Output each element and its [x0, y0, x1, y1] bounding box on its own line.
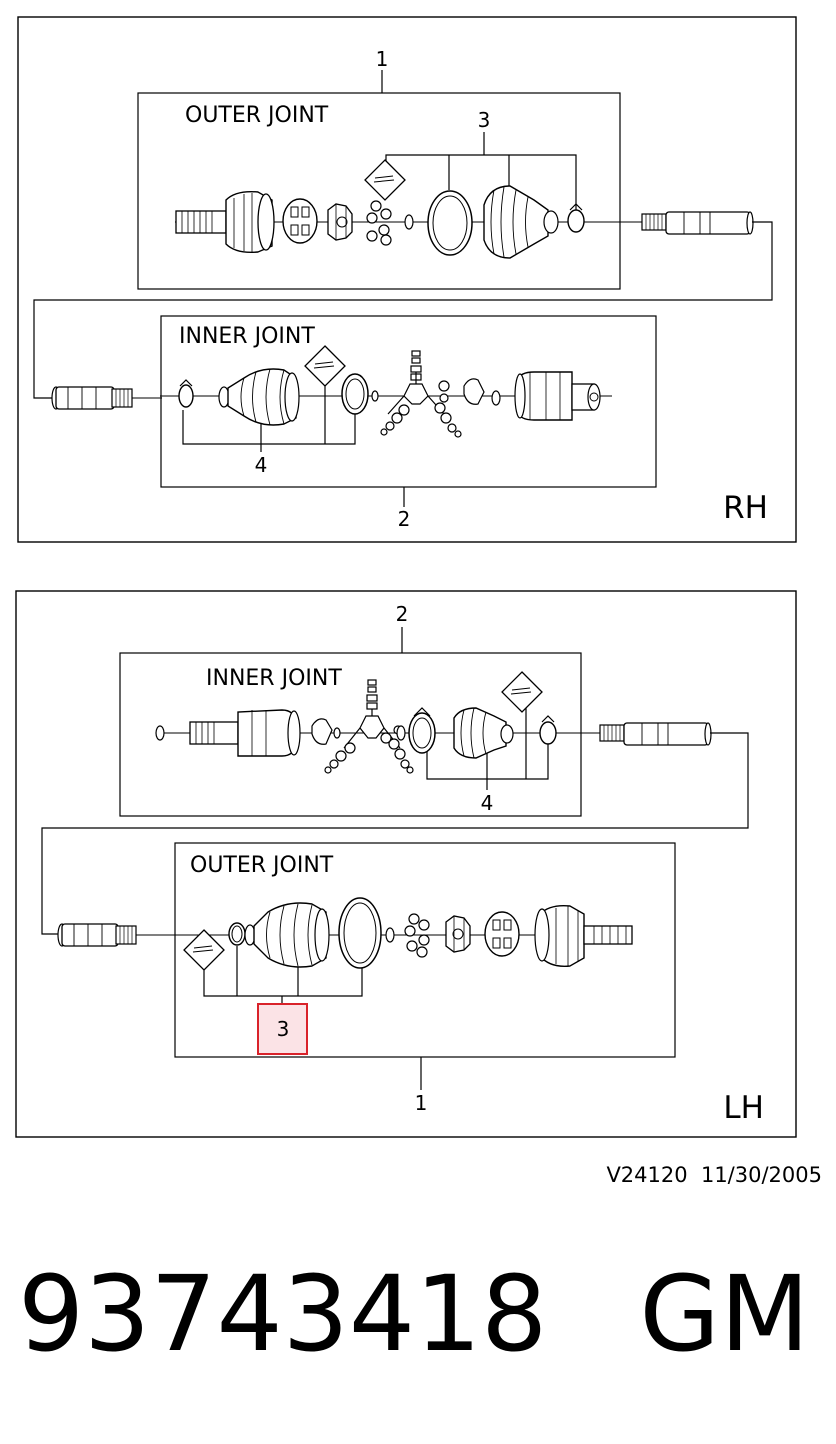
rh-outer-joint-title: OUTER JOINT: [185, 103, 329, 128]
rh-outer-snap-ring: [404, 214, 414, 230]
rh-outer-large-clamp-inner: [432, 195, 468, 251]
rh-outer-stub-splines: [181, 211, 213, 233]
rh-outer-stub-shaft: [175, 210, 227, 234]
rh-inner-tripod: [380, 350, 462, 438]
lh-outer-callout-3-highlight: [257, 1003, 308, 1055]
rh-inner-grease-pack: [304, 345, 346, 387]
brand-label: GM: [639, 1253, 810, 1375]
rh-inner-spacer: [463, 378, 485, 405]
lh-inner-retaining-ring: [155, 725, 165, 741]
rh-outer-callout-3: 3: [478, 108, 491, 132]
lh-outer-cv-housing: [539, 904, 585, 967]
rh-half-shaft-upper: [620, 211, 754, 235]
lh-inner-tripod: [324, 679, 414, 774]
rh-outer-joint-box: [137, 92, 621, 290]
rh-inner-callout-2: 2: [398, 507, 411, 531]
lh-half-shaft-upper: [581, 722, 712, 746]
rh-inner-joint-title: INNER JOINT: [179, 324, 315, 349]
lh-outer-joint-group: OUTER JOINT 1 3: [174, 842, 676, 1115]
rh-half-shaft-lower: [51, 386, 162, 410]
rh-connector-line: [33, 221, 773, 399]
rh-outer-boot: [483, 185, 559, 259]
rh-outer-small-clamp: [567, 209, 585, 233]
lh-inner-small-ring: [396, 725, 406, 741]
lh-half-shaft-lower: [57, 923, 176, 947]
rh-outer-cv-housing-face: [257, 193, 275, 251]
rh-outer-cv-ribs: [233, 193, 253, 252]
rh-inner-joint-group: INNER JOINT 2 4: [160, 315, 657, 531]
lh-inner-callout-4: 4: [481, 791, 494, 815]
rh-inner-housing: [514, 371, 601, 421]
lh-inner-grease-pack: [501, 671, 543, 713]
lh-inner-callout-2: 2: [396, 602, 409, 626]
rh-panel: OUTER JOINT 1 3: [17, 16, 797, 543]
lh-outer-joint-title: OUTER JOINT: [190, 853, 334, 878]
lh-outer-inner-race: [445, 915, 471, 953]
lh-inner-housing: [189, 709, 301, 757]
lh-outer-boot: [244, 902, 330, 968]
part-number: 93743418: [18, 1253, 548, 1375]
lh-inner-boot: [453, 707, 514, 759]
rh-inner-boot: [218, 368, 300, 426]
rh-outer-large-clamp: [427, 190, 473, 256]
rh-panel-frame: [17, 16, 797, 543]
lh-inner-joint-box: [119, 652, 582, 817]
lh-inner-spacer: [311, 718, 333, 745]
lh-outer-grease-pack: [183, 929, 225, 971]
lh-outer-large-clamp: [338, 897, 382, 969]
rh-outer-small-clamp-tab: [569, 203, 583, 211]
lh-outer-callout-3: 3: [277, 1017, 290, 1041]
lh-inner-small-clamp: [539, 721, 557, 745]
rh-outer-inner-race: [327, 203, 353, 241]
lh-outer-callout-1: 1: [415, 1091, 428, 1115]
lh-panel: INNER JOINT 2 4: [15, 590, 797, 1138]
rh-outer-joint-group: OUTER JOINT 1 3: [137, 47, 630, 290]
rh-inner-small-clamp: [178, 384, 194, 408]
rh-inner-joint-box: [160, 315, 657, 488]
rh-outer-kit-bracket: [385, 132, 577, 210]
rh-outer-callout-1: 1: [376, 47, 389, 71]
rh-inner-retaining-ring: [491, 390, 501, 406]
lh-inner-joint-group: INNER JOINT 2 4: [119, 602, 600, 817]
lh-inner-joint-title: INNER JOINT: [206, 666, 342, 691]
lh-outer-cv-ribs: [555, 906, 579, 966]
lh-outer-snap-ring: [385, 927, 395, 943]
rh-outer-cage: [282, 198, 318, 244]
rh-inner-o-ring: [371, 390, 379, 402]
rh-inner-callout-4: 4: [255, 453, 268, 477]
lh-connector-line: [41, 732, 749, 935]
drawing-reference: V24120 11/30/2005: [606, 1163, 822, 1187]
rh-inner-kit-bracket: [182, 378, 356, 452]
rh-side-label: RH: [723, 490, 768, 526]
lh-outer-cv-housing-face: [534, 908, 550, 962]
lh-outer-balls: [404, 913, 430, 958]
rh-outer-grease-pack: [364, 159, 406, 201]
lh-panel-frame: [15, 590, 797, 1138]
lh-inner-o-ring: [333, 727, 341, 739]
lh-inner-kit-bracket: [426, 704, 549, 790]
lh-side-label: LH: [723, 1090, 764, 1126]
lh-outer-cage: [484, 911, 520, 957]
rh-outer-balls: [366, 200, 392, 246]
lh-outer-joint-box: [174, 842, 676, 1058]
lh-outer-stub-shaft: [583, 925, 633, 945]
lh-outer-kit-bracket: [203, 946, 363, 1004]
